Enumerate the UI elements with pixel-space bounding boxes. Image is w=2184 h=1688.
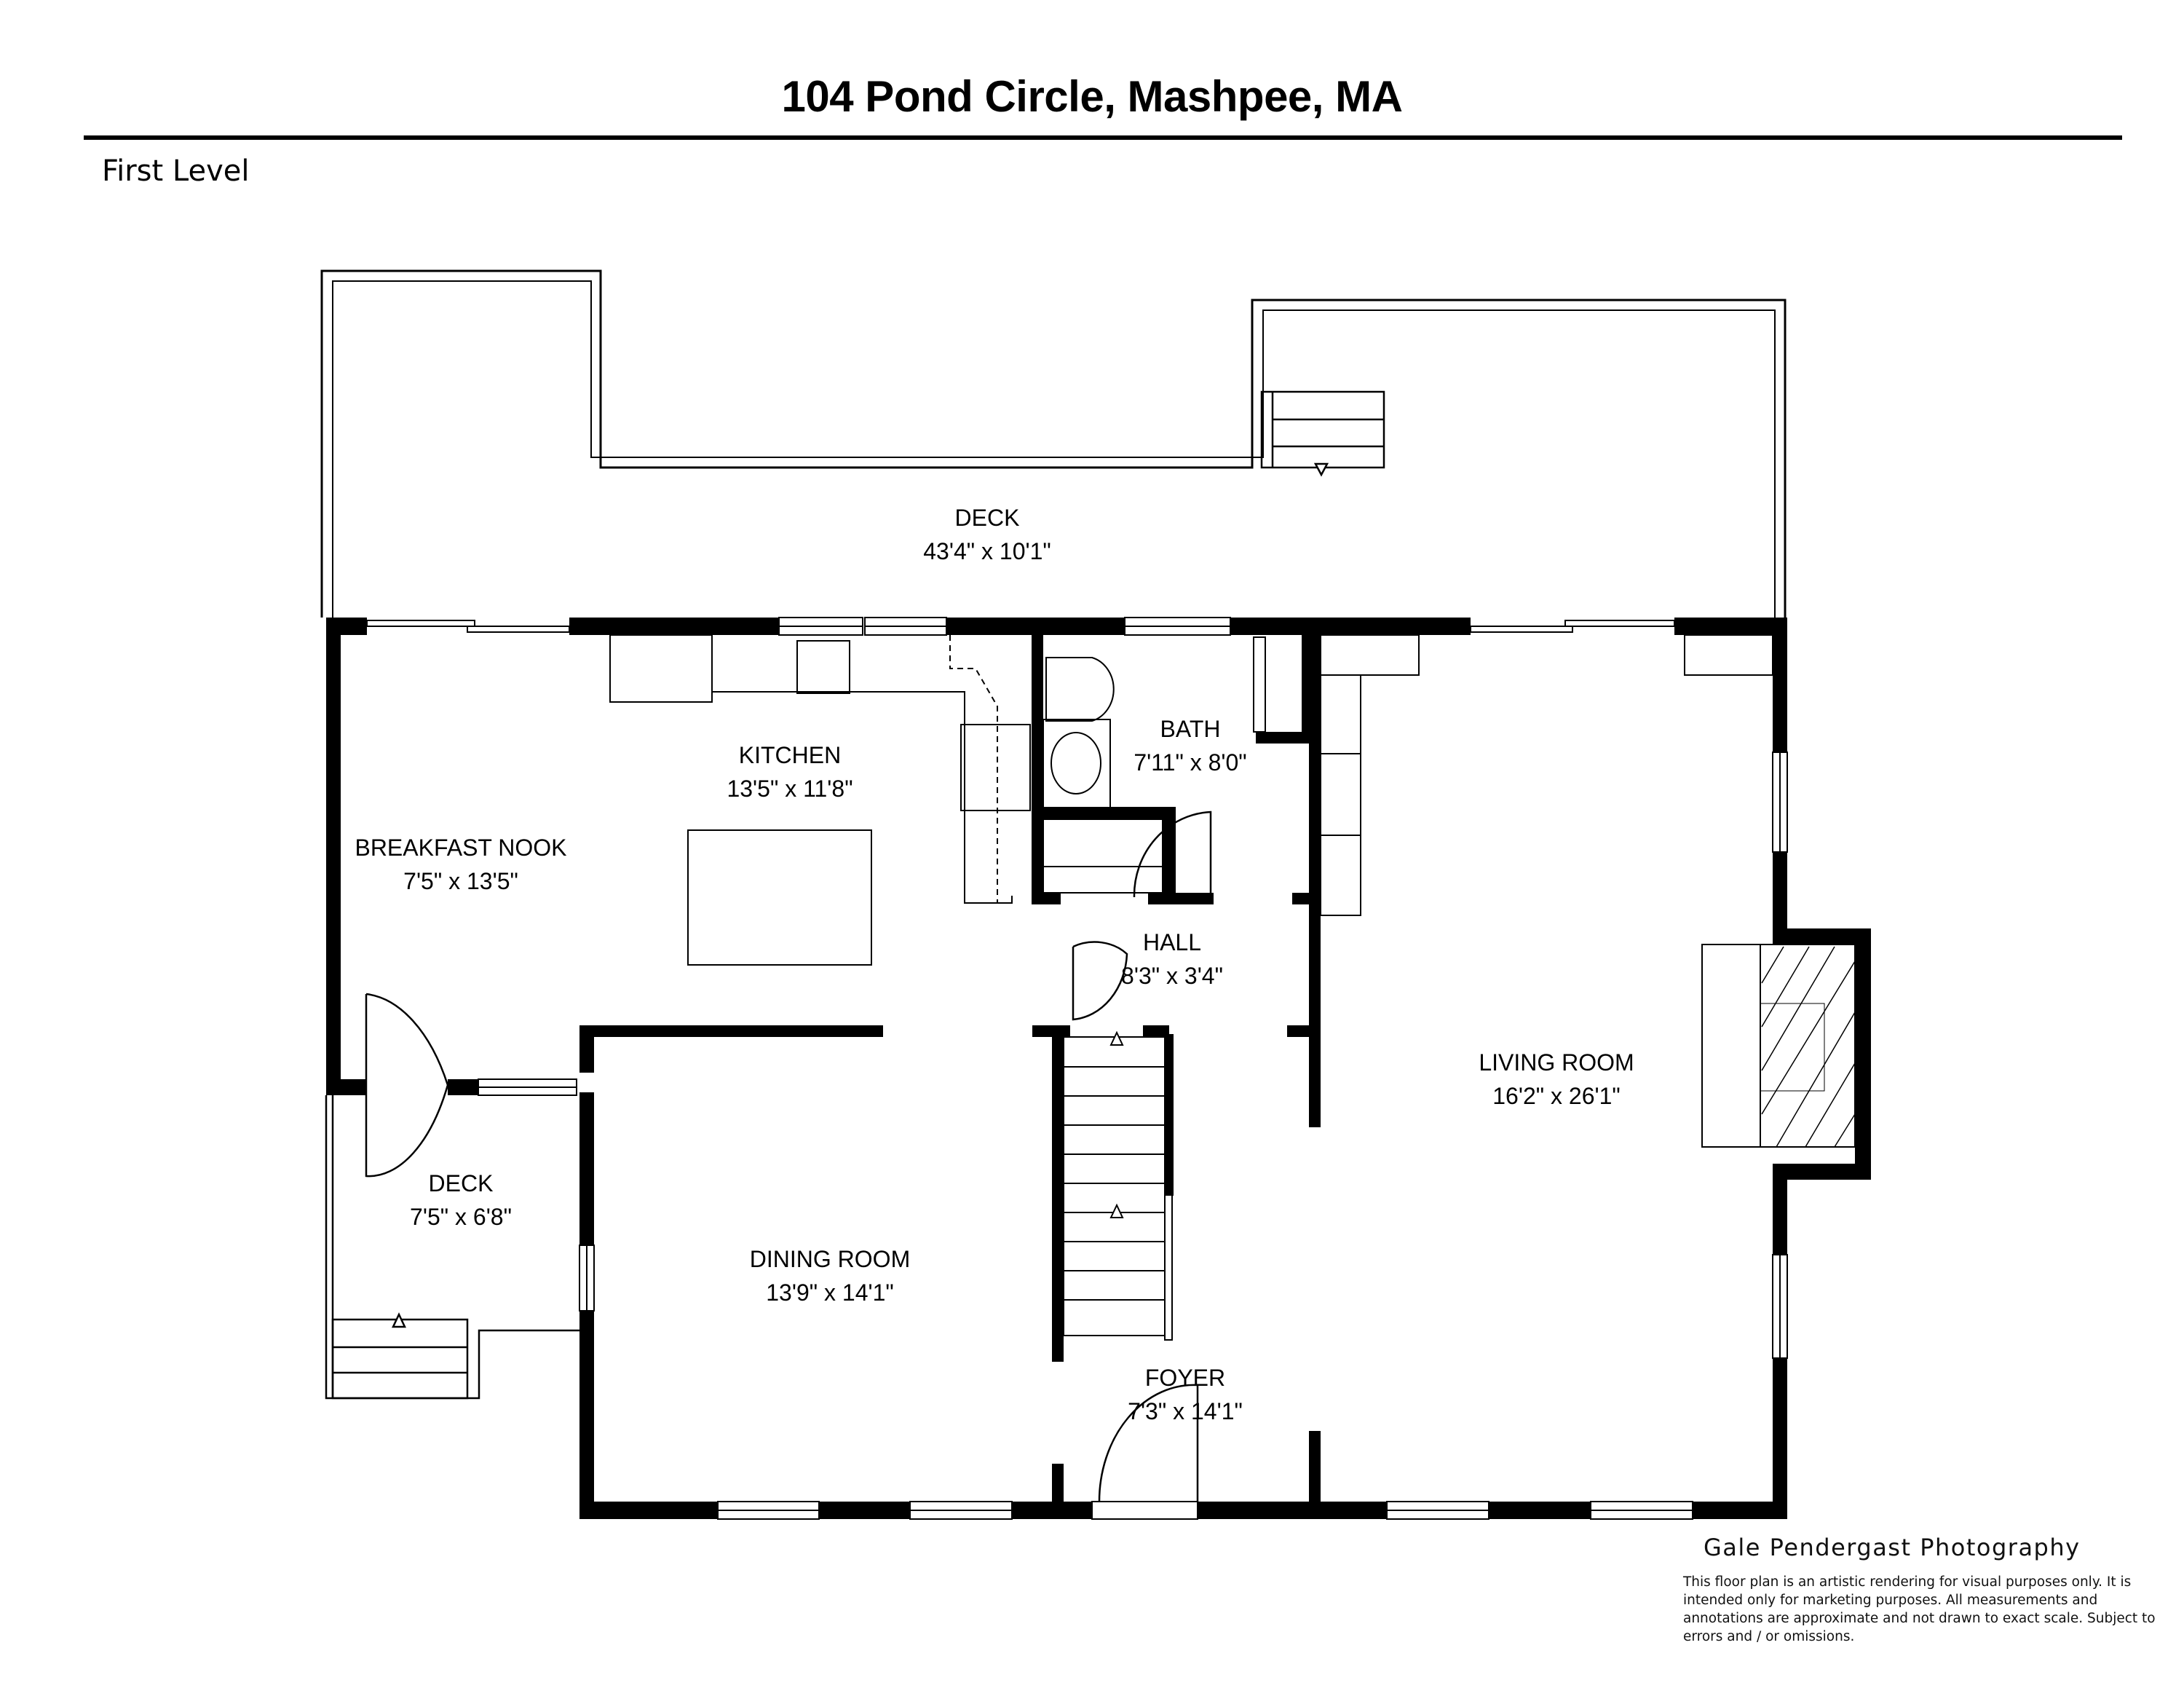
title-divider — [84, 135, 2122, 140]
level-label: First Level — [102, 154, 250, 188]
room-size-kitchen: 13'5" x 11'8" — [727, 776, 852, 802]
room-name-side-deck: DECK — [429, 1170, 494, 1196]
disclaimer-text: This floor plan is an artistic rendering… — [1683, 1574, 2156, 1644]
room-labels: DECK 43'4" x 10'1" KITCHEN 13'5" x 11'8"… — [355, 505, 1634, 1424]
room-size-hall: 8'3" x 3'4" — [1121, 963, 1223, 989]
interior-stairs — [1063, 1030, 1173, 1341]
room-name-bath: BATH — [1160, 716, 1221, 742]
page-title: 104 Pond Circle, Mashpee, MA — [781, 72, 1403, 121]
room-name-hall: HALL — [1143, 929, 1201, 955]
windows — [366, 617, 1788, 1520]
room-name-breakfast-nook: BREAKFAST NOOK — [355, 835, 566, 861]
room-name-foyer: FOYER — [1145, 1365, 1225, 1391]
living-built-ins — [1320, 634, 1856, 1148]
room-size-breakfast-nook: 7'5" x 13'5" — [403, 868, 518, 894]
room-size-side-deck: 7'5" x 6'8" — [410, 1204, 512, 1230]
side-deck — [325, 1095, 579, 1400]
room-size-bath: 7'11" x 8'0" — [1133, 749, 1246, 776]
room-size-dining-room: 13'9" x 14'1" — [766, 1279, 894, 1306]
deck-outline — [320, 269, 1787, 618]
room-size-deck: 43'4" x 10'1" — [923, 538, 1051, 564]
fireplace-hatch — [1761, 946, 1856, 1148]
room-name-living-room: LIVING ROOM — [1479, 1049, 1634, 1076]
door-swings — [365, 811, 1212, 1502]
kitchen-fixtures — [609, 634, 1266, 966]
room-name-dining-room: DINING ROOM — [750, 1246, 910, 1272]
room-size-living-room: 16'2" x 26'1" — [1492, 1083, 1621, 1109]
deck-stairs-top — [1260, 390, 1385, 477]
room-name-deck: DECK — [955, 505, 1020, 531]
photographer-credit: Gale Pendergast Photography — [1704, 1534, 2081, 1561]
room-name-kitchen: KITCHEN — [739, 742, 841, 768]
interior-walls — [585, 632, 1321, 1518]
room-size-foyer: 7'3" x 14'1" — [1128, 1398, 1243, 1424]
exterior-walls — [326, 618, 1871, 1519]
